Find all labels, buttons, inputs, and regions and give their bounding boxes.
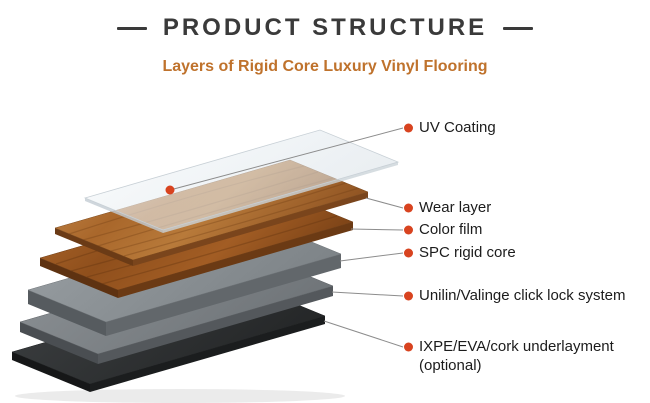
leader-line-spc-core [339, 252, 404, 262]
ground-shadow [15, 389, 345, 403]
label-underlayment: IXPE/EVA/cork underlayment (optional) [419, 337, 614, 375]
label-color-film: Color film [419, 220, 482, 239]
title-rule-left [116, 26, 147, 30]
label-wear-layer: Wear layer [419, 198, 491, 217]
underlayment-left-face [12, 352, 90, 392]
label-uv-coating-text: UV Coating [419, 119, 496, 136]
underlayment-front-face [90, 316, 325, 392]
leader-line-color-film [350, 228, 404, 231]
label-dot-spc-core [404, 248, 413, 258]
label-color-film-text: Color film [419, 221, 483, 238]
leader-lines [169, 127, 404, 348]
click-lock-left-face [20, 322, 98, 364]
wear-layer-front-face [133, 192, 368, 266]
spc-core-left-face [28, 290, 106, 336]
color-film-left-face [40, 258, 118, 298]
page-title: PRODUCT STRUCTURE [162, 14, 488, 41]
click-lock-front-face [98, 286, 333, 364]
page-subtitle: Layers of Rigid Core Luxury Vinyl Floori… [162, 58, 488, 75]
page-header: PRODUCT STRUCTURE [0, 14, 650, 42]
uv-coating-left-face [85, 198, 163, 233]
label-spc-rigid-core: SPC rigid core [419, 243, 516, 262]
label-uv-coating: UV Coating [419, 118, 496, 137]
uv-coating-sheet [83, 129, 400, 233]
label-dot-click-lock [404, 291, 413, 301]
label-spc-rigid-core-text: SPC rigid core [419, 244, 516, 261]
leader-line-click-lock [331, 291, 404, 297]
label-click-lock-system-text: Unilin/Valinge click lock system [419, 287, 626, 304]
leader-line-uv-coating [169, 127, 404, 191]
spc-core-front-face [106, 254, 341, 336]
label-underlayment-text: IXPE/EVA/cork underlayment [419, 338, 614, 355]
label-underlayment-text2: (optional) [419, 357, 482, 374]
layer-dot-uv-coating [165, 185, 175, 195]
leader-line-underlayment [323, 320, 404, 348]
label-dot-color-film [404, 225, 413, 235]
wear-layer-left-face [55, 228, 133, 266]
label-dot-wear-layer [404, 203, 413, 213]
label-dot-uv-coating [404, 123, 413, 133]
label-click-lock-system: Unilin/Valinge click lock system [419, 286, 625, 305]
leader-line-wear-layer [365, 197, 404, 209]
uv-coating-top-face [83, 129, 400, 231]
label-wear-layer-text: Wear layer [419, 199, 492, 216]
leader-dots [165, 123, 413, 352]
label-dot-underlayment [404, 342, 413, 352]
title-rule-right [503, 26, 534, 30]
uv-coating-front-face [163, 162, 398, 233]
color-film-front-face [118, 222, 353, 298]
